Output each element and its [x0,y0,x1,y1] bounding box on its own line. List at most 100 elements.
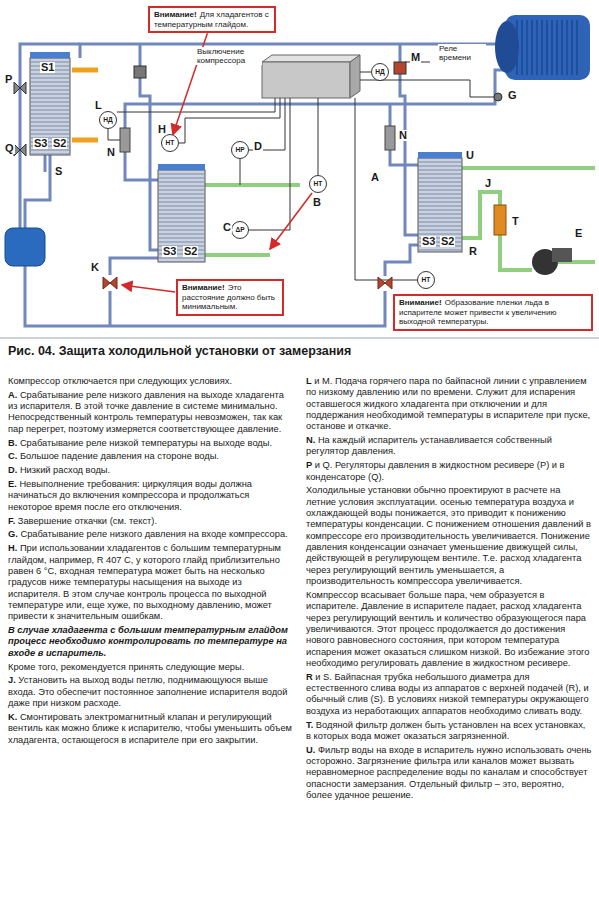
sensor-circle: ΔP [231,221,249,239]
sensor-label: НТ [314,181,323,188]
figure-note: Выключение компрессора [196,47,262,65]
control-box [262,62,350,98]
receiver-tank [5,228,45,266]
valve [103,277,117,289]
control-wire [179,98,280,143]
control-wire [355,98,417,280]
body-text: K. Смонтировать электромагнитный клапан … [8,712,292,746]
callout-letter: J [484,178,492,189]
warning-heading: Внимание! [182,283,225,292]
water-pump [532,248,572,275]
callout-letter: A [370,172,380,183]
red-arrow [122,193,312,292]
callout-letter: S3 [162,246,177,257]
valve [14,82,26,94]
valve [14,144,26,156]
body-text: U. Фильтр воды на входе в испаритель нуж… [306,745,592,802]
body-text: T. Водяной фильтр должен быть установлен… [306,720,592,743]
body-text: P и Q. Регуляторы давления в жидкостном … [306,460,592,483]
callout-letter: L [94,100,103,111]
heat-exchanger [30,58,70,155]
callout-letter: E [574,228,583,239]
callout-letter: G [507,90,518,101]
body-text: B. Срабатывание реле низкой температуры … [8,438,292,449]
sensor-label: ΔP [235,227,244,234]
callout-letter: H [157,124,167,135]
sensor-circle: НД [371,63,389,81]
text-column: Компрессор отключается при следующих усл… [8,376,292,898]
warning-box: Внимание!Это расстояние должно быть мини… [176,279,284,316]
heat-exchanger [30,52,70,58]
callout-letter: S [54,166,63,177]
water-filter [494,205,506,235]
callout-letter: P [4,74,13,85]
sensor-label: НД [375,69,384,76]
refrigerant-pipe [20,44,80,228]
valve [378,277,392,289]
body-text: D. Низкий расход воды. [8,465,292,476]
water-pump [552,248,572,262]
heat-exchanger [158,164,205,170]
control-wire [240,159,241,185]
hot-water-stub [72,138,98,143]
callout-letter: M [410,52,421,63]
refrigeration-schematic [0,0,599,342]
sensor-circle: НТ [417,271,435,289]
sensor-circle: НТ [161,134,179,152]
sensor-label: НТ [422,277,431,284]
water-pipe [462,192,532,270]
warning-box: Внимание!Для хладагентов с температурным… [148,6,276,33]
heat-exchanger [418,158,462,252]
body-text: F. Завершение откачки (см. текст). [8,516,292,527]
warning-heading: Внимание! [399,298,442,307]
callout-letter: D [253,141,263,152]
callout-letter: U [465,150,475,161]
valve [14,62,502,289]
sensor-label: НД [103,117,112,124]
callout-letter: N [106,147,116,158]
body-text: N. На каждый испаритель устанавливается … [306,435,592,458]
refrigerant-pipe [25,155,50,228]
body-text: L и M. Подача горячего пара по байпасной… [306,376,592,433]
figure-caption: Рис. 04. Защита холодильной установки от… [8,344,351,358]
body-text: Холодильные установки обычно проектируют… [306,485,592,587]
callout-letter: C [222,222,232,233]
sensor-circle: НД [99,111,117,129]
control-box [262,55,360,98]
compressor [515,20,580,75]
callout-letter: S2 [52,138,67,149]
control-wire [108,62,494,280]
valve [394,62,406,74]
receiver-tank [5,228,45,266]
body-text: C. Большое падение давления на стороне в… [8,451,292,462]
callout-letter: N [398,130,408,141]
body-text: E. Невыполнение требования: циркуляция в… [8,479,292,513]
refrigerant-pipe [385,245,418,276]
heat-exchanger [418,158,462,252]
body-text: G. Срабатывание реле низкого давления на… [8,529,292,540]
refrigerant-pipe [25,266,385,326]
heat-exchanger [418,152,462,158]
control-wire [318,98,319,175]
refrigerant-pipe [44,155,47,172]
control-wire [360,72,371,73]
callout-letter: S3 [33,138,48,149]
water-filter [494,205,506,235]
red-arrow [270,193,312,249]
callout-letter: K [90,262,100,273]
body-text: A. Срабатывание реле низкого давления на… [8,390,292,435]
body-text: H. При использовании хладагентов с больш… [8,543,292,622]
separator [0,338,599,339]
compressor [495,21,519,73]
callout-letter: S1 [40,62,55,73]
callout-letter: R [468,246,478,257]
refrigerant-pipe [110,258,158,275]
callout-letter: B [312,197,322,208]
heat-exchanger [158,170,205,262]
refrigerant-pipe [20,44,505,326]
red-arrow [122,285,175,292]
figure-note: Реле времени [438,44,486,62]
body-text: Компрессор всасывает больше пара, чем об… [306,590,592,669]
body-text: J. Установить на выход воды петлю, подни… [8,675,292,709]
valve [120,128,130,152]
